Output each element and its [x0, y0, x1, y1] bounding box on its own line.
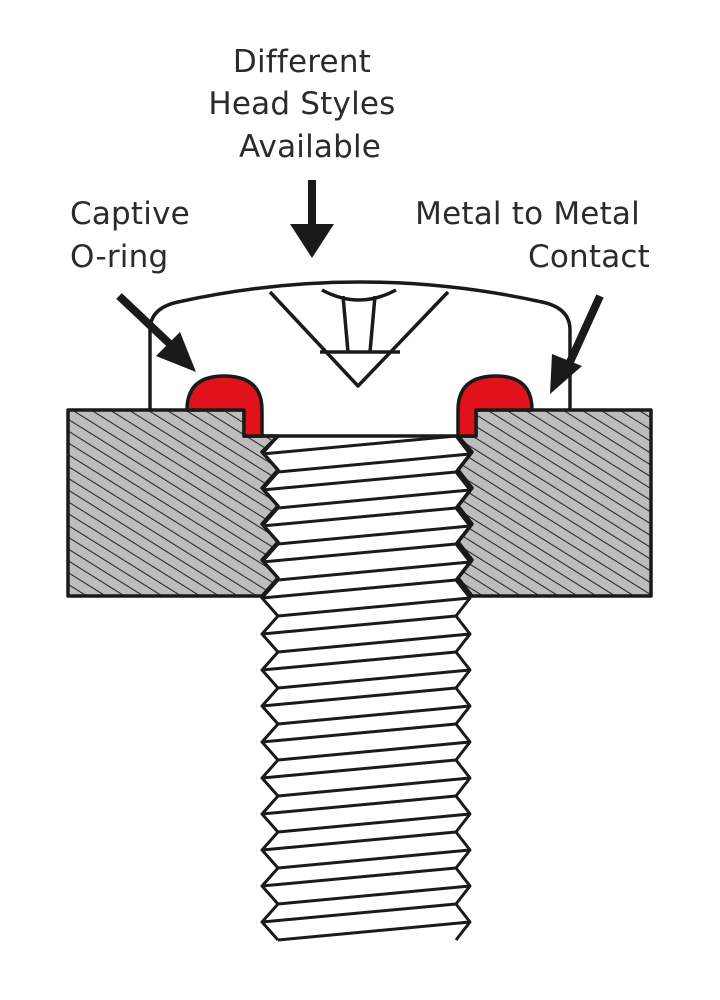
thread-root-line — [261, 758, 457, 780]
arrow-down-right-icon — [116, 293, 196, 372]
captive-o-ring-label: Captive O-ring — [70, 196, 200, 275]
threaded-shank — [260, 434, 472, 954]
metal-contact-label: Metal to Metal Contact — [415, 196, 650, 275]
thread-crest-line — [277, 884, 471, 906]
head-styles-label: Different Head Styles Available — [208, 44, 405, 165]
plate-section — [66, 408, 653, 598]
thread-root-line — [261, 614, 457, 636]
o-ring-left — [185, 374, 264, 438]
thread-root-line — [261, 470, 457, 492]
thread-crest-line — [277, 596, 471, 618]
thread-crest-line — [277, 848, 471, 870]
thread-root-line — [261, 722, 457, 744]
thread-root-line — [261, 650, 457, 672]
thread-root-line — [261, 542, 457, 564]
thread-root-line — [261, 578, 457, 600]
thread-root-line — [261, 830, 457, 852]
thread-crest-line — [277, 776, 471, 798]
plate-left — [66, 408, 280, 598]
thread-root-line — [261, 686, 457, 708]
thread-crest-line — [277, 452, 471, 474]
arrow-down-left-icon — [550, 294, 604, 394]
head-recess — [268, 290, 450, 388]
thread-crest-line — [277, 740, 471, 762]
thread-root-line — [261, 434, 457, 456]
thread-crest-line — [277, 920, 471, 942]
thread-root-line — [261, 866, 457, 888]
plate-right — [456, 408, 653, 598]
thread-crest-line — [277, 632, 471, 654]
thread-crest-line — [277, 488, 471, 510]
thread-crest-line — [277, 668, 471, 690]
captive-o-ring — [185, 374, 534, 438]
screw-head — [148, 280, 572, 410]
o-ring-right — [456, 374, 534, 438]
thread-crest-line — [277, 524, 471, 546]
thread-root-line — [261, 902, 457, 924]
thread-root-line — [261, 506, 457, 528]
thread-crest-line — [277, 704, 471, 726]
thread-crest-line — [277, 812, 471, 834]
thread-root-line — [261, 794, 457, 816]
thread-crest-line — [277, 560, 471, 582]
arrow-down-icon — [290, 180, 334, 258]
